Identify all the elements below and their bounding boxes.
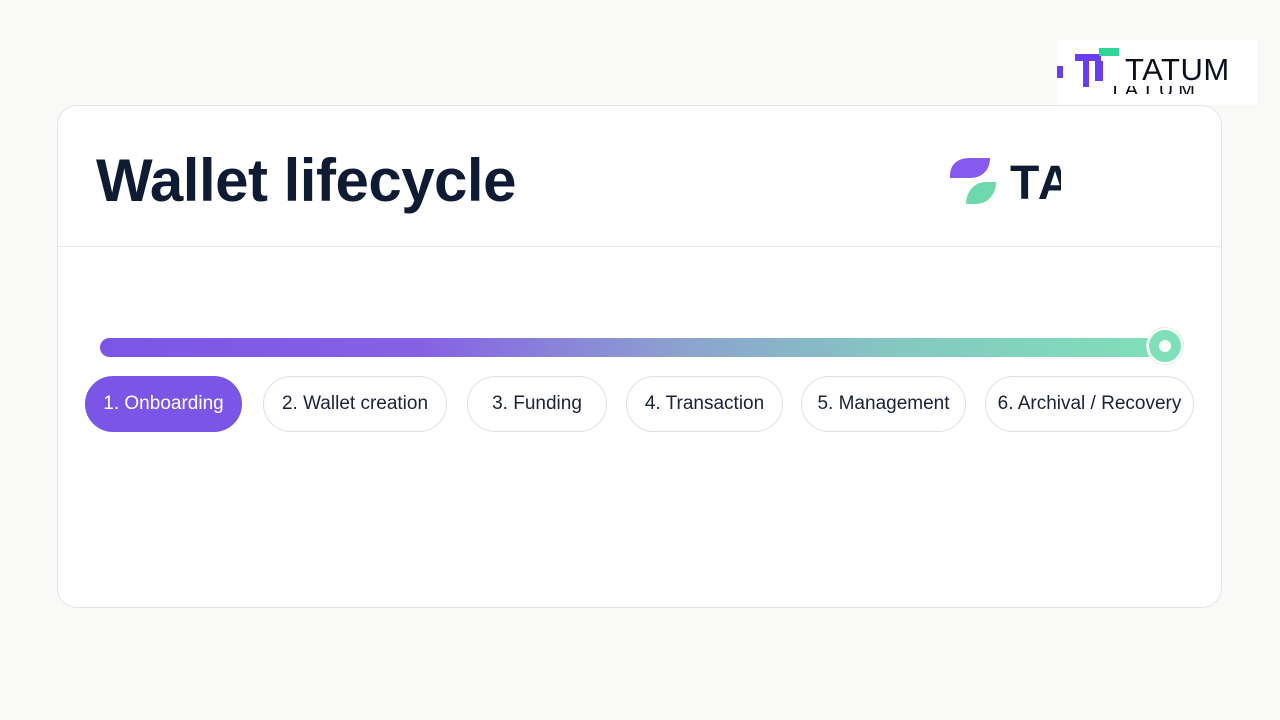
header-logo-wordmark: TA xyxy=(1010,157,1061,210)
step-funding[interactable]: 3. Funding xyxy=(467,376,607,432)
step-management[interactable]: 5. Management xyxy=(801,376,966,432)
leaf-mark-icon xyxy=(950,158,996,204)
tatum-mark-icon xyxy=(1057,48,1119,87)
progress-handle[interactable] xyxy=(1147,328,1183,364)
step-archival-recovery[interactable]: 6. Archival / Recovery xyxy=(985,376,1194,432)
step-transaction[interactable]: 4. Transaction xyxy=(626,376,783,432)
corner-brand-logo: TATUM TATUM xyxy=(1057,40,1257,105)
corner-logo-wordmark: TATUM xyxy=(1125,52,1230,87)
header-brand-logo: TA xyxy=(946,154,1061,210)
step-onboarding[interactable]: 1. Onboarding xyxy=(85,376,242,432)
page-title: Wallet lifecycle xyxy=(96,147,516,214)
card-header: Wallet lifecycle TA xyxy=(58,106,1221,247)
lifecycle-progress-track xyxy=(100,338,1166,357)
step-wallet-creation[interactable]: 2. Wallet creation xyxy=(263,376,447,432)
corner-logo-clipped-text: TATUM xyxy=(1109,86,1239,94)
